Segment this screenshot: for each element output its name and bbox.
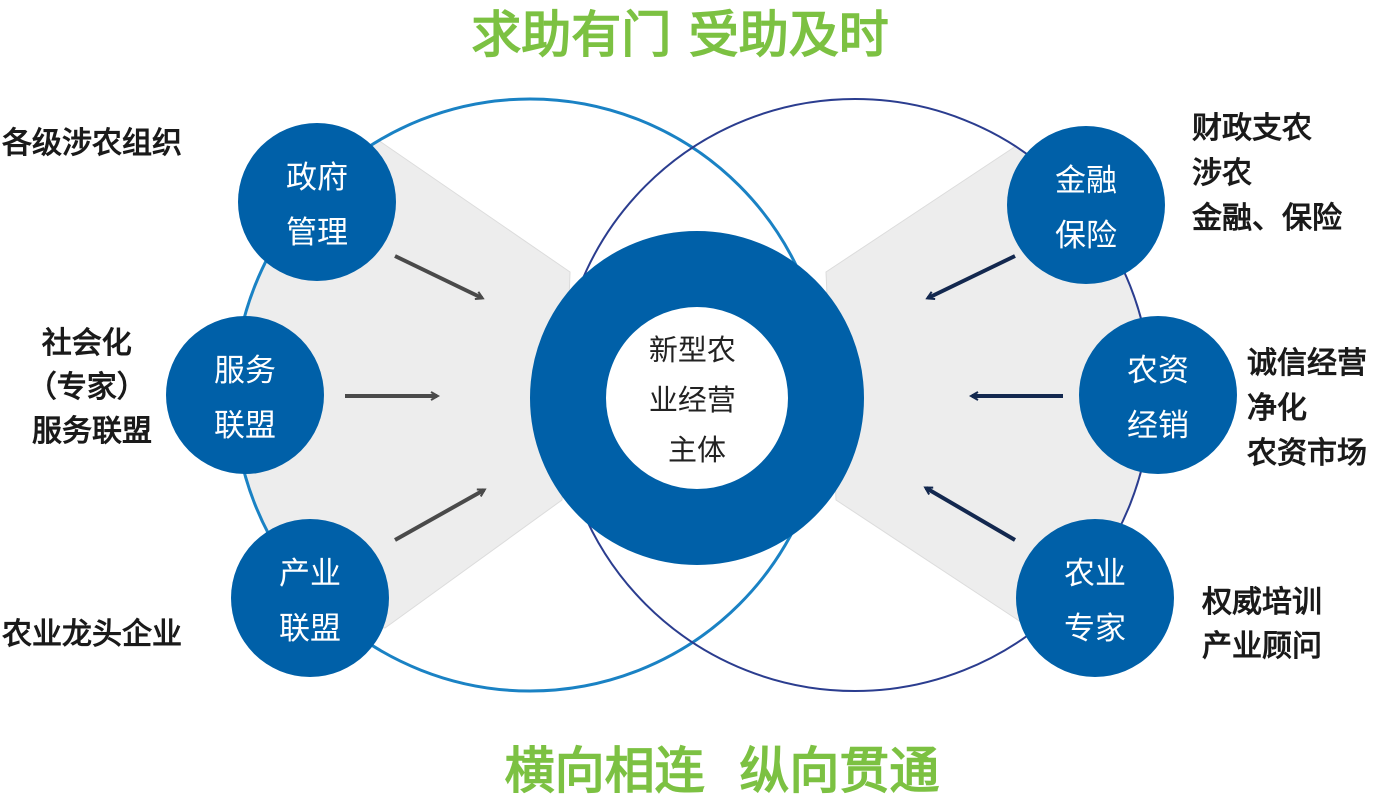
label-finance: 财政支农 涉农 金融、保险 — [1191, 111, 1343, 236]
node-industry-alliance: 产业联盟 — [231, 519, 389, 677]
svg-text:农业专家: 农业专家 — [1064, 556, 1126, 647]
node-finance: 金融保险 — [1007, 126, 1165, 284]
svg-text:金融保险: 金融保险 — [1055, 163, 1117, 254]
center-ring — [530, 231, 864, 565]
node-agri-expert: 农业专家 — [1016, 519, 1174, 677]
arrow-expert — [926, 486, 1017, 542]
label-industry-alliance: 农业龙头企业 — [1, 617, 182, 652]
arrow-finance — [928, 254, 1016, 298]
arrow-gov — [394, 254, 482, 298]
title-bottom: 横向相连 纵向贯通 — [505, 742, 940, 799]
node-service-alliance: 服务联盟 — [166, 316, 324, 474]
svg-text:农资经销: 农资经销 — [1127, 353, 1189, 444]
node-agri-supply: 农资经销 — [1079, 316, 1237, 474]
label-service-alliance: 社会化 （专家） 服务联盟 — [27, 326, 157, 449]
svg-text:服务联盟: 服务联盟 — [214, 353, 276, 444]
label-government: 各级涉农组织 — [1, 126, 182, 161]
label-agri-supply: 诚信经营 净化 农资市场 — [1246, 346, 1377, 471]
svg-text:政府管理: 政府管理 — [286, 160, 348, 251]
center-label: 新型农 业经营 主体 — [649, 333, 745, 467]
node-government: 政府管理 — [238, 123, 396, 281]
title-top: 求助有门 受助及时 — [471, 6, 888, 64]
arrow-industry — [394, 488, 484, 542]
label-agri-expert: 权威培训 产业顾问 — [1201, 585, 1332, 664]
svg-text:产业联盟: 产业联盟 — [279, 556, 341, 647]
